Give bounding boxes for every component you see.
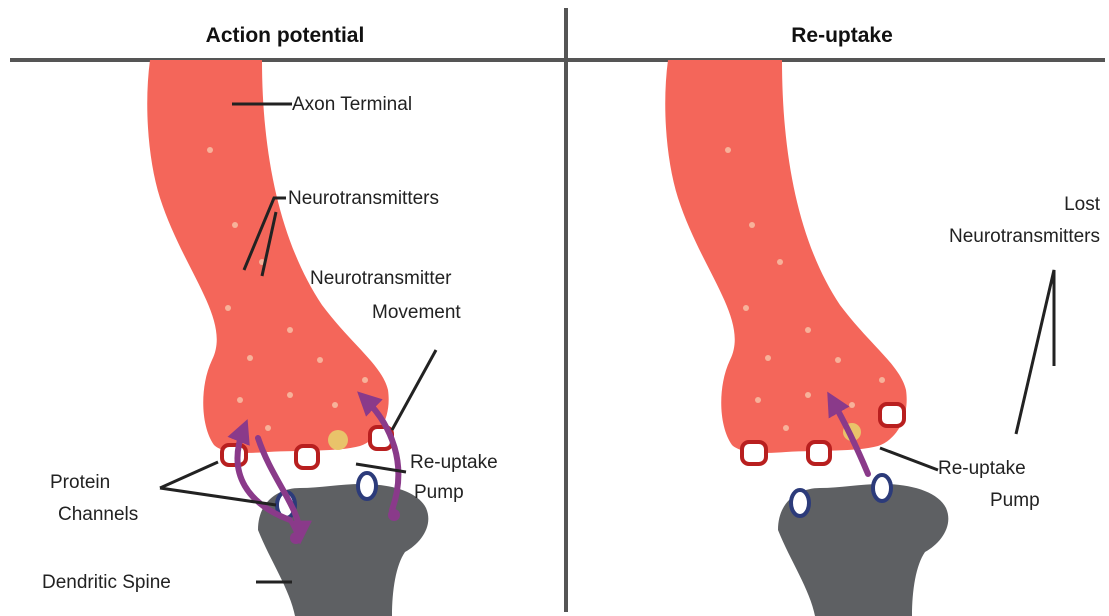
right-leader-lines [880, 270, 1054, 470]
left-spine-marker [290, 532, 302, 544]
left-panel-title: Action potential [206, 24, 365, 47]
label-axon-terminal: Axon Terminal [292, 94, 412, 115]
label-nt-movement-line1: Neurotransmitter [310, 268, 452, 289]
label-dendritic-spine: Dendritic Spine [42, 572, 171, 593]
right-axon-terminal [665, 60, 906, 453]
label-lost-line1: Lost [1064, 194, 1101, 215]
label-neurotransmitters: Neurotransmitters [288, 188, 439, 209]
label-right-pump-line1: Re-uptake [938, 458, 1026, 479]
label-left-pump-line1: Re-uptake [410, 452, 498, 473]
label-channels-line1: Protein [50, 472, 110, 493]
left-neurotransmitter [328, 430, 348, 450]
label-channels-line2: Channels [58, 504, 138, 525]
label-left-pump-line2: Pump [414, 482, 464, 503]
right-panel-title: Re-uptake [791, 24, 893, 47]
left-axon-terminal [147, 60, 388, 453]
left-pump-marker [388, 509, 400, 521]
label-lost-line2: Neurotransmitters [949, 226, 1100, 247]
label-right-pump-line2: Pump [990, 490, 1040, 511]
label-nt-movement-line2: Movement [372, 302, 461, 323]
